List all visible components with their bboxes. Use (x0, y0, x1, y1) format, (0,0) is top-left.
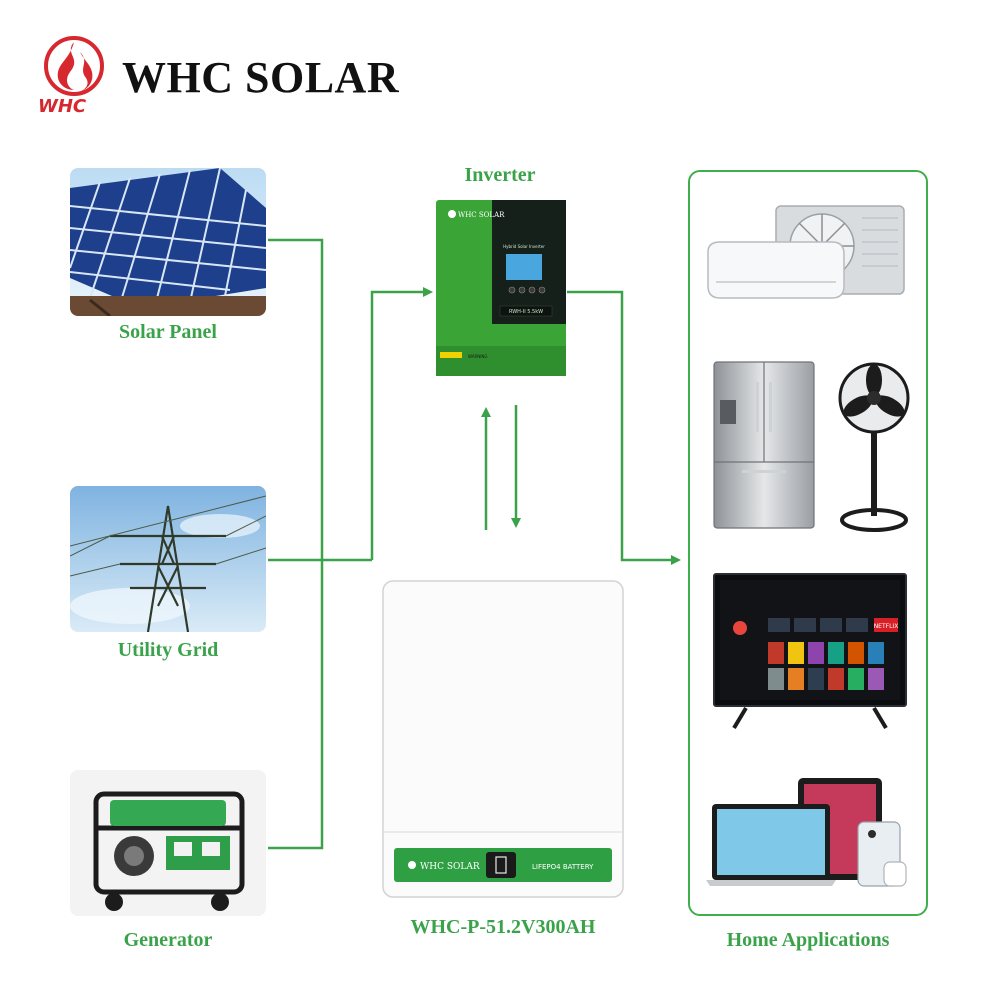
refrigerator-icon (712, 360, 816, 532)
svg-text:WHC SOLAR: WHC SOLAR (458, 211, 505, 219)
svg-text:WHC SOLAR: WHC SOLAR (420, 862, 480, 872)
generator-image (70, 770, 266, 916)
brand-logo: WHC (34, 34, 120, 117)
earbuds-icon (883, 861, 907, 887)
laptop-icon (706, 804, 836, 886)
svg-text:NETFLIX: NETFLIX (874, 623, 899, 630)
svg-text:WARNING: WARNING (468, 354, 488, 359)
stand-fan-icon (832, 360, 916, 540)
battery-model-label: WHC-P-51.2V300AH (410, 916, 596, 938)
generator-label: Generator (123, 929, 213, 951)
inverter-title: Inverter (464, 164, 536, 186)
svg-text:LIFEPO4 BATTERY: LIFEPO4 BATTERY (532, 863, 594, 871)
battery-image: WHC SOLAR LIFEPO4 BATTERY (382, 580, 624, 898)
svg-text:Hybrid Solar Inverter: Hybrid Solar Inverter (503, 244, 545, 249)
inverter-image: Hybrid Solar Inverter RWH-II 5.5kW WHC S… (436, 196, 566, 380)
power-tower-icon (70, 486, 266, 632)
utility-grid-label: Utility Grid (117, 639, 219, 661)
home-applications-label: Home Applications (726, 929, 890, 951)
solar-panel-icon (70, 168, 266, 316)
smart-tv-icon: NETFLIX (712, 572, 908, 732)
brand-name: WHC SOLAR (122, 53, 400, 102)
generator-icon (70, 770, 266, 916)
solar-panel-image (70, 168, 266, 316)
air-conditioner-icon (704, 202, 910, 302)
solar-panel-label: Solar Panel (119, 321, 217, 343)
svg-text:RWH-II 5.5kW: RWH-II 5.5kW (509, 309, 543, 315)
utility-grid-image (70, 486, 266, 632)
devices-group (706, 776, 914, 890)
svg-text:WHC: WHC (38, 96, 87, 116)
